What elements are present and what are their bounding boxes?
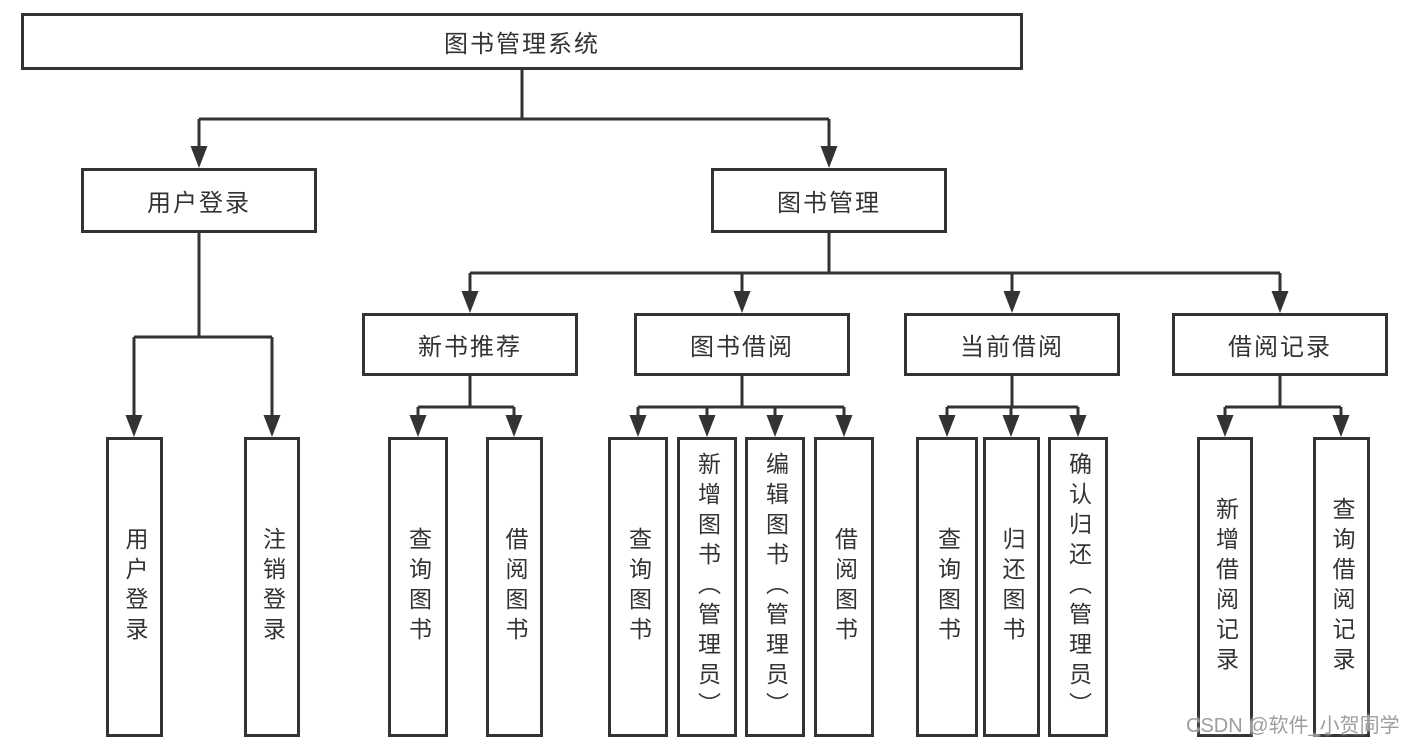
node-borrow-records: 借阅记录 [1172, 313, 1388, 376]
arrowheads [125, 146, 1350, 437]
leaf-current-return-books: 归还图书 [983, 437, 1040, 737]
leaf-newbooks-query-books: 查询图书 [388, 437, 448, 737]
leaf-logout-label: 注销登录 [259, 527, 286, 647]
leaf-newbooks-query-books-label: 查询图书 [405, 527, 432, 647]
node-root: 图书管理系统 [21, 13, 1023, 70]
node-book-borrow-label: 图书借阅 [690, 334, 794, 361]
node-new-books: 新书推荐 [362, 313, 578, 376]
leaf-user-login-label: 用户登录 [122, 527, 148, 647]
leaf-records-add-label: 新增借阅记录 [1212, 497, 1239, 677]
node-book-borrow: 图书借阅 [634, 313, 850, 376]
node-current-borrow: 当前借阅 [904, 313, 1120, 376]
leaf-borrow-borrow-books: 借阅图书 [814, 437, 874, 737]
leaf-newbooks-borrow-books-label: 借阅图书 [502, 527, 528, 647]
csdn-watermark: CSDN @软件_小贺同学 [1186, 715, 1400, 737]
leaf-current-return-books-label: 归还图书 [999, 527, 1025, 647]
leaf-user-login: 用户登录 [106, 437, 163, 737]
leaf-borrow-query-books: 查询图书 [608, 437, 668, 737]
leaf-borrow-add-books-label: 新增图书（管理员） [694, 452, 721, 722]
leaf-records-query-label: 查询借阅记录 [1329, 497, 1355, 677]
leaf-borrow-query-books-label: 查询图书 [625, 527, 652, 647]
node-user-login-label: 用户登录 [147, 190, 251, 217]
leaf-current-query-books-label: 查询图书 [934, 527, 961, 647]
leaf-current-query-books: 查询图书 [916, 437, 978, 737]
leaf-borrow-edit-books: 编辑图书（管理员） [745, 437, 805, 737]
node-borrow-records-label: 借阅记录 [1228, 334, 1332, 361]
leaf-current-confirm-return-label: 确认归还（管理员） [1065, 452, 1092, 722]
node-book-mgmt-label: 图书管理 [777, 190, 881, 217]
node-user-login: 用户登录 [81, 168, 317, 233]
node-current-borrow-label: 当前借阅 [960, 334, 1064, 361]
leaf-logout: 注销登录 [244, 437, 300, 737]
leaf-newbooks-borrow-books: 借阅图书 [486, 437, 543, 737]
leaf-borrow-borrow-books-label: 借阅图书 [831, 527, 858, 647]
node-new-books-label: 新书推荐 [418, 334, 522, 361]
leaf-current-confirm-return: 确认归还（管理员） [1048, 437, 1108, 737]
node-root-label: 图书管理系统 [444, 31, 600, 58]
leaf-borrow-add-books: 新增图书（管理员） [677, 437, 737, 737]
node-book-mgmt: 图书管理 [711, 168, 947, 233]
leaf-records-query: 查询借阅记录 [1313, 437, 1370, 737]
leaf-borrow-edit-books-label: 编辑图书（管理员） [762, 452, 789, 722]
leaf-records-add: 新增借阅记录 [1197, 437, 1253, 737]
